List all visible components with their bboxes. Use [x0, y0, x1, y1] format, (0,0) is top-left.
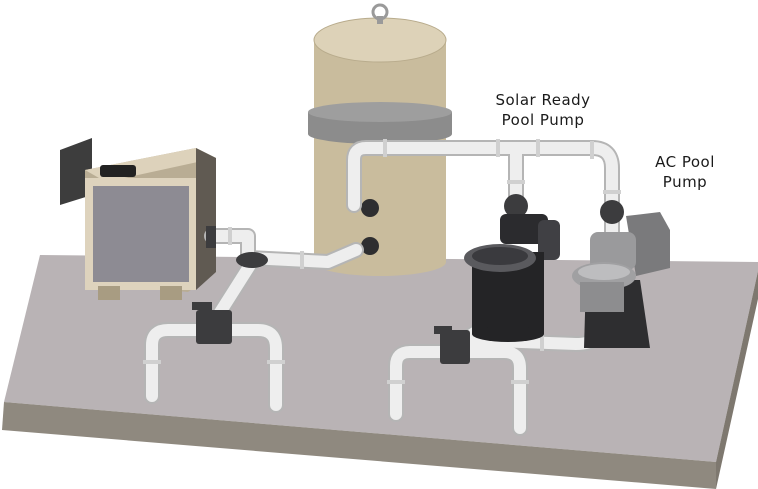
solar-ready-pool-pump-label: Solar Ready Pool Pump: [468, 90, 618, 130]
check-valve-icons: [192, 194, 624, 364]
ac-pool-pump-label: AC Pool Pump: [630, 152, 740, 192]
ac-pump-label-line-2: Pump: [662, 173, 708, 191]
solar-ready-label-line-1: Solar Ready: [495, 91, 591, 109]
ac-pump-label-line-1: AC Pool: [655, 153, 715, 171]
ac-pool-pump-icon: [572, 212, 670, 348]
solar-ready-label-line-2: Pool Pump: [501, 111, 585, 129]
solar-ready-pool-pump-icon: [464, 214, 560, 342]
pool-heater-icon: [60, 138, 216, 300]
